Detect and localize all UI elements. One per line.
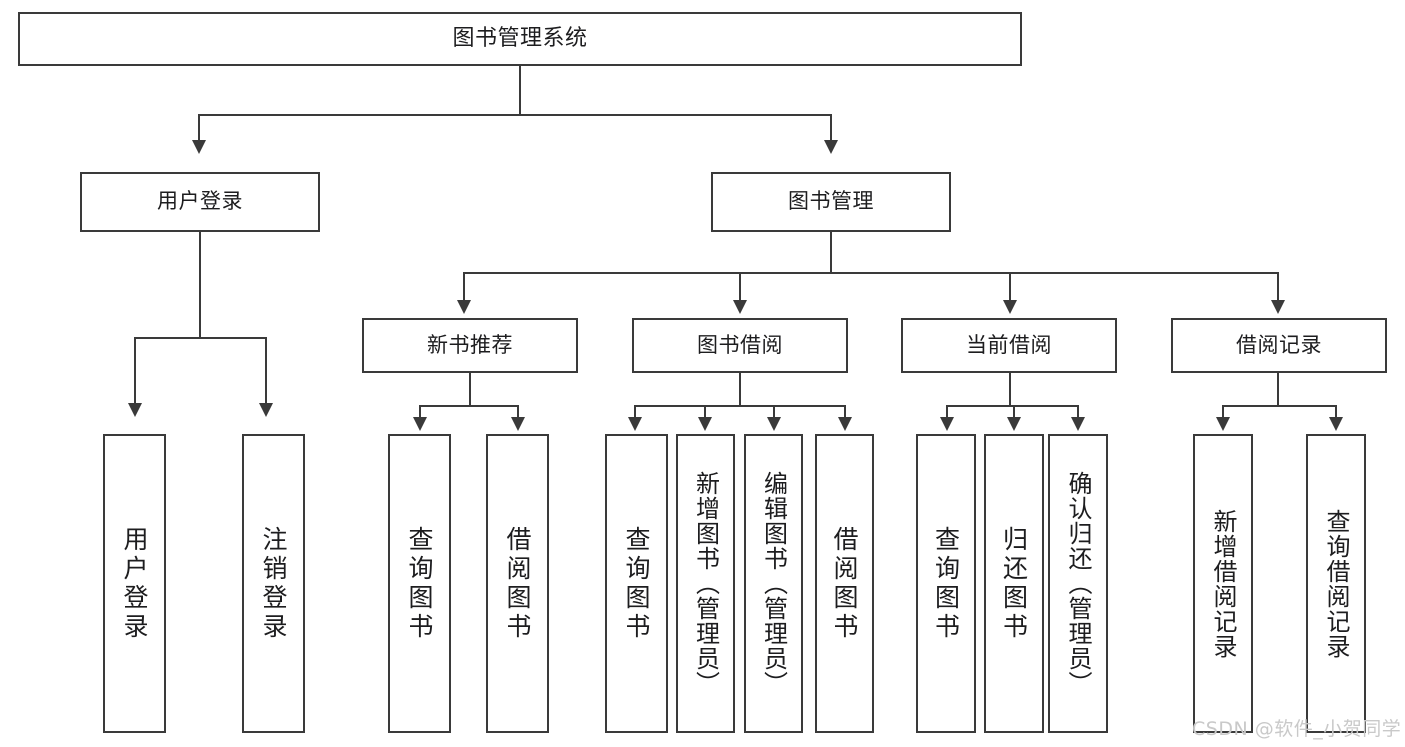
connector-drop-leaf-10 bbox=[1013, 405, 1015, 419]
connector-drop-leaf-6 bbox=[704, 405, 706, 419]
node-label: 注销登录 bbox=[259, 525, 288, 642]
node-label: 图书管理系统 bbox=[452, 25, 588, 51]
connector-drop-leaf-11 bbox=[1077, 405, 1079, 419]
node-label: 借阅图书 bbox=[503, 525, 532, 642]
arrowhead-leaf-7 bbox=[767, 417, 781, 431]
arrowhead-leaf-13 bbox=[1329, 417, 1343, 431]
connector-drop-leaf-9 bbox=[946, 405, 948, 419]
node-label: 新增借阅记录 bbox=[1209, 508, 1237, 659]
connector-drop-new-books bbox=[463, 272, 465, 302]
leaf-query-book-2[interactable]: 查询图书 bbox=[605, 434, 668, 733]
arrowhead-leaf-3 bbox=[413, 417, 427, 431]
arrowhead-book-manage bbox=[824, 140, 838, 154]
csdn-watermark: CSDN @软件_小贺同学 bbox=[1192, 718, 1402, 740]
arrowhead-records bbox=[1271, 300, 1285, 314]
connector-level3-bus bbox=[463, 272, 1279, 274]
arrowhead-leaf-1 bbox=[128, 403, 142, 417]
connector-current-stem bbox=[1009, 373, 1011, 406]
node-label: 用户登录 bbox=[120, 525, 149, 642]
leaf-edit-book-admin[interactable]: 编辑图书（管理员） bbox=[744, 434, 803, 733]
node-label: 确认归还（管理员） bbox=[1064, 471, 1092, 696]
arrowhead-leaf-9 bbox=[940, 417, 954, 431]
node-new-book-recommend[interactable]: 新书推荐 bbox=[362, 318, 578, 373]
connector-borrow-bus bbox=[634, 405, 846, 407]
node-label: 借阅图书 bbox=[830, 525, 859, 642]
node-root[interactable]: 图书管理系统 bbox=[18, 12, 1022, 66]
connector-drop-leaf-12 bbox=[1222, 405, 1224, 419]
node-label: 查询借阅记录 bbox=[1322, 508, 1350, 659]
connector-drop-user-login bbox=[198, 114, 200, 142]
node-label: 新增图书（管理员） bbox=[691, 471, 720, 696]
node-borrow-records[interactable]: 借阅记录 bbox=[1171, 318, 1387, 373]
leaf-return-book[interactable]: 归还图书 bbox=[984, 434, 1044, 733]
leaf-logout[interactable]: 注销登录 bbox=[242, 434, 305, 733]
connector-drop-leaf-1 bbox=[134, 337, 136, 405]
node-label: 编辑图书（管理员） bbox=[759, 471, 788, 696]
node-label: 借阅记录 bbox=[1236, 332, 1322, 357]
connector-new-books-stem bbox=[469, 373, 471, 406]
leaf-query-book-3[interactable]: 查询图书 bbox=[916, 434, 976, 733]
arrowhead-leaf-5 bbox=[628, 417, 642, 431]
leaf-borrow-book-1[interactable]: 借阅图书 bbox=[486, 434, 549, 733]
connector-drop-borrow bbox=[739, 272, 741, 302]
leaf-confirm-return-admin[interactable]: 确认归还（管理员） bbox=[1048, 434, 1108, 733]
connector-level1-bus bbox=[198, 114, 832, 116]
arrowhead-leaf-6 bbox=[698, 417, 712, 431]
leaf-borrow-book-2[interactable]: 借阅图书 bbox=[815, 434, 874, 733]
connector-drop-leaf-7 bbox=[773, 405, 775, 419]
node-label: 图书借阅 bbox=[697, 332, 783, 357]
node-book-borrow[interactable]: 图书借阅 bbox=[632, 318, 848, 373]
connector-drop-leaf-5 bbox=[634, 405, 636, 419]
connector-user-login-stem bbox=[199, 232, 201, 338]
connector-drop-book-manage bbox=[830, 114, 832, 142]
connector-user-login-bus bbox=[134, 337, 266, 339]
connector-drop-leaf-8 bbox=[844, 405, 846, 419]
arrowhead-leaf-10 bbox=[1007, 417, 1021, 431]
arrowhead-current bbox=[1003, 300, 1017, 314]
connector-borrow-stem bbox=[739, 373, 741, 406]
connector-drop-current bbox=[1009, 272, 1011, 302]
node-label: 查询图书 bbox=[622, 525, 651, 642]
leaf-query-borrow-record[interactable]: 查询借阅记录 bbox=[1306, 434, 1366, 733]
node-label: 当前借阅 bbox=[966, 332, 1052, 357]
node-label: 用户登录 bbox=[157, 189, 243, 214]
arrowhead-new-books bbox=[457, 300, 471, 314]
node-label: 查询图书 bbox=[931, 525, 961, 642]
node-current-borrow[interactable]: 当前借阅 bbox=[901, 318, 1117, 373]
arrowhead-leaf-8 bbox=[838, 417, 852, 431]
node-label: 归还图书 bbox=[999, 525, 1029, 642]
arrowhead-leaf-2 bbox=[259, 403, 273, 417]
connector-current-bus bbox=[946, 405, 1079, 407]
connector-drop-leaf-13 bbox=[1335, 405, 1337, 419]
connector-root-stem bbox=[519, 66, 521, 115]
connector-records-stem bbox=[1277, 373, 1279, 406]
connector-records-bus bbox=[1222, 405, 1337, 407]
arrowhead-user-login bbox=[192, 140, 206, 154]
node-user-login[interactable]: 用户登录 bbox=[80, 172, 320, 232]
node-label: 图书管理 bbox=[788, 189, 874, 214]
leaf-query-book-1[interactable]: 查询图书 bbox=[388, 434, 451, 733]
node-book-management[interactable]: 图书管理 bbox=[711, 172, 951, 232]
leaf-add-borrow-record[interactable]: 新增借阅记录 bbox=[1193, 434, 1253, 733]
leaf-add-book-admin[interactable]: 新增图书（管理员） bbox=[676, 434, 735, 733]
arrowhead-leaf-12 bbox=[1216, 417, 1230, 431]
arrowhead-leaf-4 bbox=[511, 417, 525, 431]
node-label: 新书推荐 bbox=[427, 332, 513, 357]
node-label: 查询图书 bbox=[405, 525, 434, 642]
connector-new-books-bus bbox=[419, 405, 519, 407]
connector-drop-leaf-4 bbox=[517, 405, 519, 419]
arrowhead-leaf-11 bbox=[1071, 417, 1085, 431]
connector-book-manage-stem bbox=[830, 232, 832, 274]
connector-drop-leaf-2 bbox=[265, 337, 267, 405]
arrowhead-borrow bbox=[733, 300, 747, 314]
connector-drop-leaf-3 bbox=[419, 405, 421, 419]
leaf-user-login[interactable]: 用户登录 bbox=[103, 434, 166, 733]
connector-drop-records bbox=[1277, 272, 1279, 302]
